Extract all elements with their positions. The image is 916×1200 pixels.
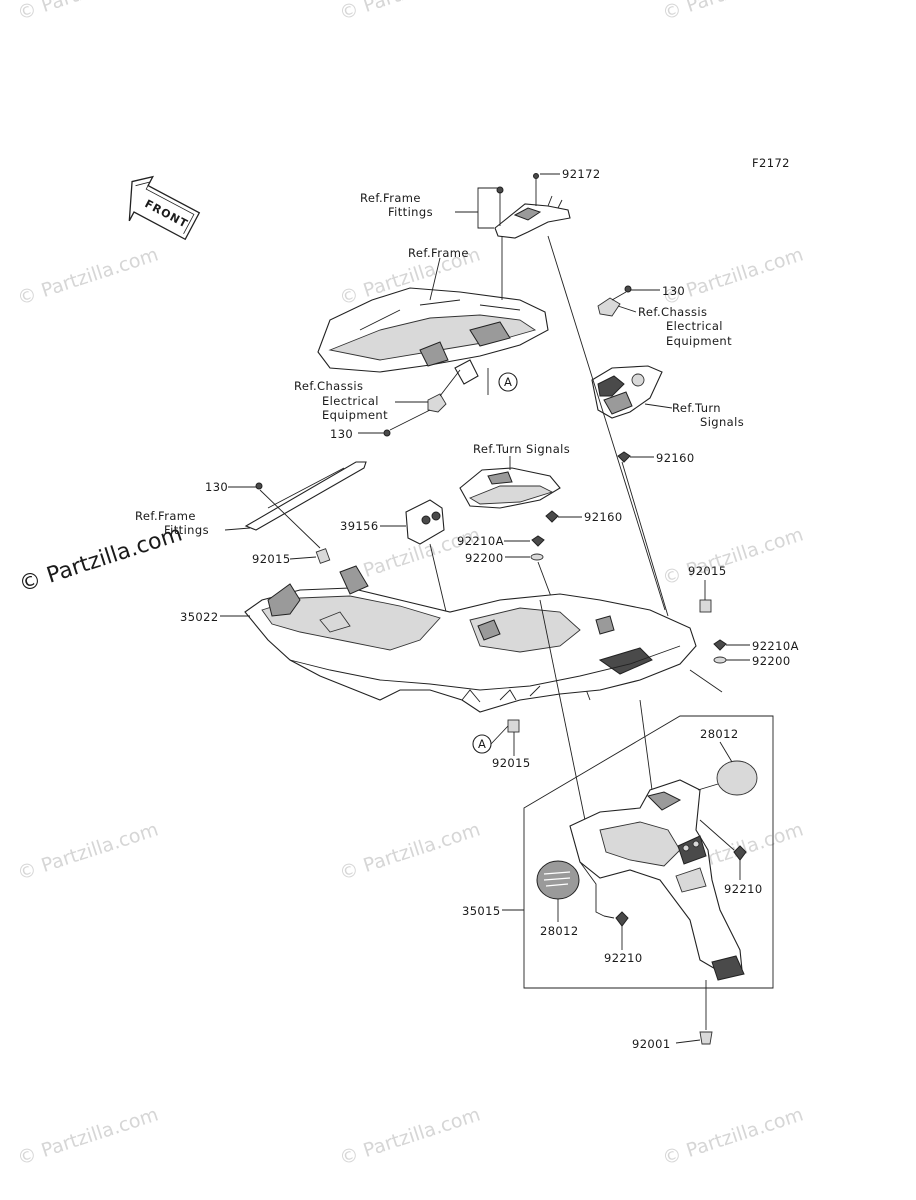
- callout-35022: 35022: [180, 610, 219, 624]
- marker-a-icon: [498, 372, 518, 392]
- callout-130-right: 130: [662, 284, 685, 298]
- license-bracket-35015: [569, 779, 745, 981]
- watermark: © Partzilla.com: [660, 0, 806, 25]
- watermark: © Partzilla.com: [15, 819, 161, 885]
- marker-a-label: A: [504, 375, 512, 389]
- callout-92172: 92172: [562, 167, 601, 181]
- callout-92015-bottom: 92015: [492, 756, 531, 770]
- watermark: © Partzilla.com: [15, 1104, 161, 1170]
- callout-ref-frame-fittings-top: Fittings: [388, 205, 433, 219]
- watermark: © Partzilla.com: [660, 524, 806, 590]
- watermark-prominent: © Partzilla.com: [16, 521, 185, 597]
- callout-ref-chassis-right: Ref.Chassis: [638, 305, 707, 319]
- callout-92001: 92001: [632, 1037, 671, 1051]
- callout-ref-turn-center: Ref.Turn Signals: [473, 442, 570, 456]
- callout-92210-bottom: 92210: [604, 951, 643, 965]
- callout-28012-top: 28012: [700, 727, 739, 741]
- marker-a-label: A: [478, 737, 486, 751]
- reflector-icon: [716, 760, 758, 796]
- callout-ref-chassis-right: Equipment: [666, 334, 732, 348]
- watermark: © Partzilla.com: [337, 819, 483, 885]
- watermark: © Partzilla.com: [15, 244, 161, 310]
- callout-92210-right: 92210: [724, 882, 763, 896]
- callout-ref-chassis-right: Electrical: [666, 319, 723, 333]
- callout-130-mid: 130: [205, 480, 228, 494]
- figure-code: F2172: [752, 156, 790, 170]
- callout-92160-right: 92160: [656, 451, 695, 465]
- frame-fittings-bracket: [494, 173, 571, 239]
- rear-fender-35022: [244, 565, 697, 713]
- reflector-icon: [536, 860, 580, 900]
- callout-92015-left: 92015: [252, 552, 291, 566]
- watermark: © Partzilla.com: [337, 0, 483, 25]
- callout-92160-center: 92160: [584, 510, 623, 524]
- callout-ref-frame-fittings-left: Fittings: [164, 523, 209, 537]
- callout-ref-chassis-left: Electrical: [322, 394, 379, 408]
- callout-ref-frame-fittings-top: Ref.Frame: [360, 191, 421, 205]
- rear-frame: [317, 287, 549, 385]
- watermark: © Partzilla.com: [15, 0, 161, 25]
- callout-ref-turn-right: Signals: [700, 415, 744, 429]
- callout-130-left: 130: [330, 427, 353, 441]
- callout-ref-chassis-left: Ref.Chassis: [294, 379, 363, 393]
- watermark: © Partzilla.com: [660, 1104, 806, 1170]
- callout-92200-right: 92200: [752, 654, 791, 668]
- turn-signal-center: [459, 467, 561, 509]
- callout-ref-chassis-left: Equipment: [322, 408, 388, 422]
- callout-92210a-center: 92210A: [457, 534, 504, 548]
- callout-ref-frame: Ref.Frame: [408, 246, 469, 260]
- bracket-39156: [405, 499, 445, 545]
- watermark-layer: © Partzilla.com © Partzilla.com © Partzi…: [15, 0, 806, 1170]
- callout-ref-turn-right: Ref.Turn: [672, 401, 721, 415]
- callout-28012-bottom: 28012: [540, 924, 579, 938]
- front-arrow-icon: FRONT: [128, 175, 201, 241]
- turn-signal-right: [591, 365, 663, 419]
- watermark: © Partzilla.com: [660, 244, 806, 310]
- callout-39156: 39156: [340, 519, 379, 533]
- callout-35015: 35015: [462, 904, 501, 918]
- watermark: © Partzilla.com: [337, 1104, 483, 1170]
- subassembly-box: [523, 715, 774, 989]
- callout-92200-center: 92200: [465, 551, 504, 565]
- callout-ref-frame-fittings-left: Ref.Frame: [135, 509, 196, 523]
- frame-fittings-bar: [244, 461, 367, 531]
- callout-92015-right: 92015: [688, 564, 727, 578]
- callout-92210a-right: 92210A: [752, 639, 799, 653]
